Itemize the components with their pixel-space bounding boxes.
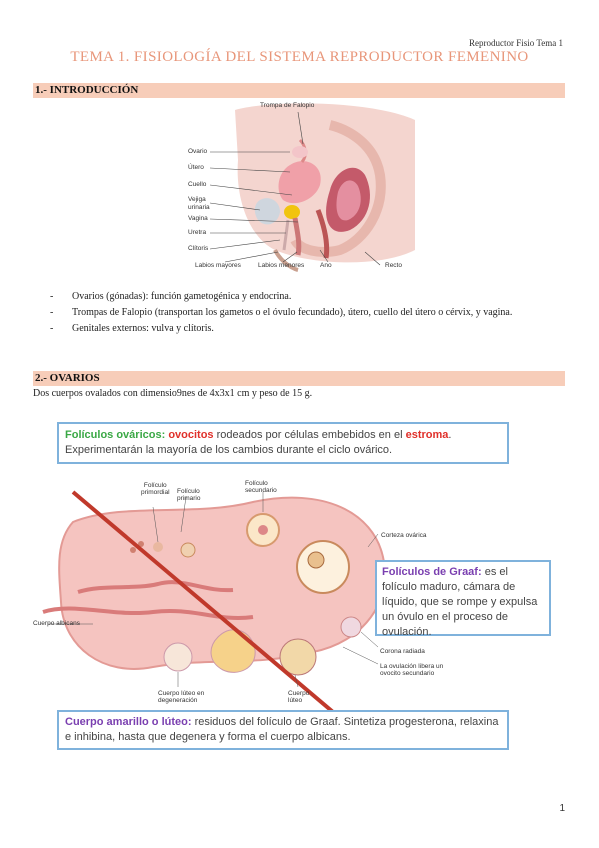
label-vagina: Vagina: [188, 215, 208, 222]
label-luteo-degeneracion: Cuerpo lúteo en degeneración: [158, 690, 205, 704]
ovary-illustration: [42, 490, 386, 712]
label-vejiga: Vejiga urinaria: [188, 196, 210, 211]
label-ano: Ano: [320, 262, 332, 269]
ovarios-intro: Dos cuerpos ovalados con dimensio9nes de…: [33, 388, 313, 399]
label-primario: Folículo primario: [177, 488, 201, 502]
label-secundario: Folículo secundario: [245, 480, 277, 494]
label-albicans: Cuerpo albicans: [33, 620, 80, 627]
section-heading-introduccion: 1.- INTRODUCCIÓN: [33, 83, 565, 98]
label-trompa: Trompa de Falopio: [260, 102, 315, 109]
label-utero: Útero: [188, 164, 204, 171]
running-header: Reproductor Fisio Tema 1: [469, 38, 563, 48]
list-item: -Genitales externos: vulva y clítoris.: [50, 323, 214, 334]
label-primordial: Folículo primordial: [141, 482, 170, 496]
label-ovario: Ovario: [188, 148, 208, 155]
label-clitoris: Clítoris: [188, 245, 209, 252]
label-ovulacion: La ovulación libera un ovocito secundari…: [380, 663, 444, 677]
label-recto: Recto: [385, 262, 402, 269]
list-item: -Ovarios (gónadas): función gametogénica…: [50, 291, 292, 302]
anatomy-illustration: [209, 103, 415, 272]
section-heading-ovarios: 2.- OVARIOS: [33, 371, 565, 386]
label-labios-menores: Labios menores: [258, 262, 305, 269]
callout-cuerpo-luteo: Cuerpo amarillo o lúteo: residuos del fo…: [57, 710, 509, 750]
label-corona-radiada: Corona radiada: [380, 648, 425, 655]
anatomy-figure: Trompa de Falopio Ovario Útero Cuello Ve…: [180, 100, 420, 272]
callout-foliculos-ovaricos: Folículos ováricos: ovocitos rodeados po…: [57, 422, 509, 464]
ovary-figure: Folículos ováricos: ovocitos rodeados po…: [33, 412, 565, 752]
label-luteo: Cuerpo lúteo: [288, 690, 310, 704]
callout-foliculos-graaf: Folículos de Graaf: es el folículo madur…: [375, 560, 551, 638]
label-cuello: Cuello: [188, 181, 207, 188]
label-uretra: Uretra: [188, 229, 207, 236]
document-title: TEMA 1. FISIOLOGÍA DEL SISTEMA REPRODUCT…: [70, 49, 529, 65]
page-number: 1: [559, 803, 565, 814]
label-labios-mayores: Labios mayores: [195, 262, 241, 269]
intro-bullet-list: -Ovarios (gónadas): función gametogénica…: [50, 290, 565, 338]
list-item: -Trompas de Falopio (transportan los gam…: [50, 307, 513, 318]
label-corteza: Corteza ovárica: [381, 532, 427, 539]
